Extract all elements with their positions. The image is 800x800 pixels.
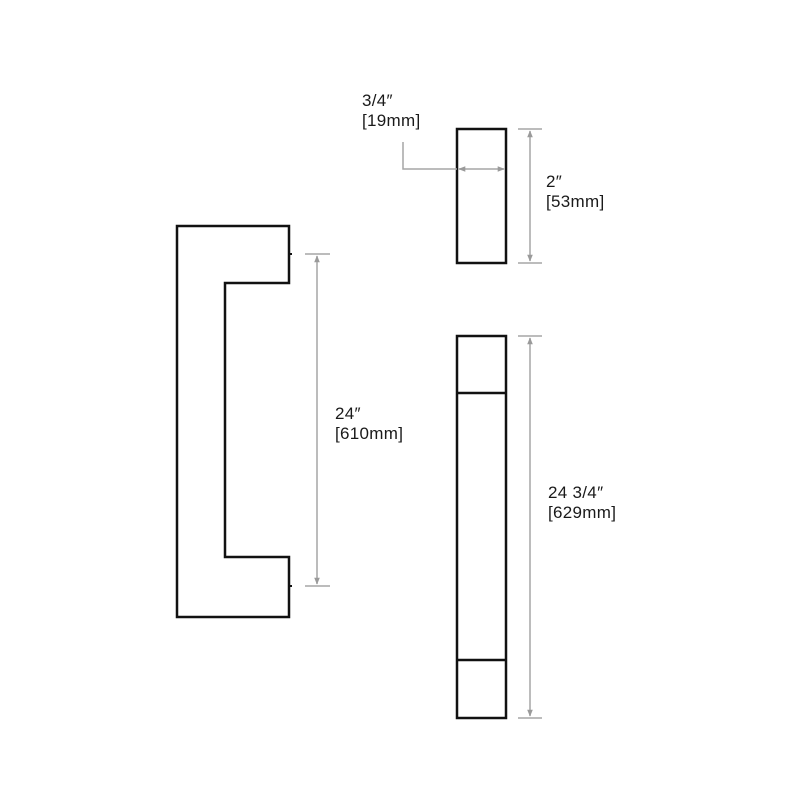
center-to-center-dimension — [305, 253, 330, 587]
overall-length-dimension — [518, 335, 542, 719]
height-dimension — [518, 128, 542, 264]
end-view — [402, 127, 542, 265]
center-to-center-metric: [610mm] — [335, 424, 404, 443]
center-to-center-imperial: 24″ — [335, 404, 361, 423]
overall-length-imperial: 24 3/4″ — [548, 483, 604, 502]
height-imperial: 2″ — [546, 172, 563, 191]
center-to-center-label: 24″ [610mm] — [335, 404, 403, 444]
width-dimension-label: 3/4″ [19mm] — [362, 91, 420, 131]
width-imperial: 3/4″ — [362, 91, 393, 110]
handle-side-outline — [175, 224, 291, 619]
handle-end-outline — [455, 127, 508, 265]
front-view — [455, 334, 542, 720]
width-dimension — [402, 142, 505, 172]
handle-front-outline — [455, 334, 508, 720]
overall-length-label: 24 3/4″ [629mm] — [548, 483, 616, 523]
height-dimension-label: 2″ [53mm] — [546, 172, 604, 212]
overall-length-metric: [629mm] — [548, 503, 617, 522]
width-metric: [19mm] — [362, 111, 421, 130]
height-metric: [53mm] — [546, 192, 605, 211]
side-view — [175, 224, 330, 619]
